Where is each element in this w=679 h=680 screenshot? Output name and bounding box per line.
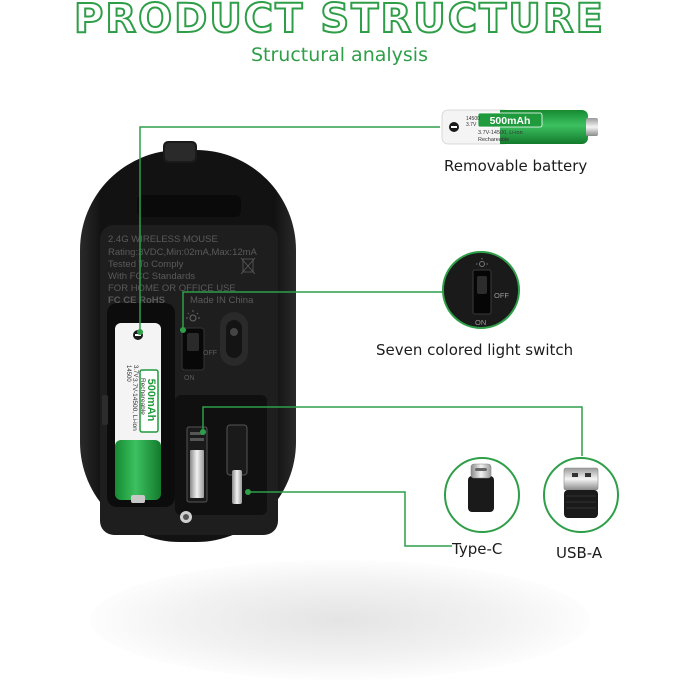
switch-on-label: ON	[475, 318, 486, 327]
page-title: PRODUCT STRUCTURE	[73, 0, 605, 43]
battery-model: 14500	[466, 116, 480, 122]
receiver-connectors	[186, 424, 248, 504]
mouse-battery-model: 14500	[125, 365, 131, 382]
mouse-switch-off: OFF	[203, 350, 217, 357]
mouse-switch-on: ON	[184, 375, 195, 382]
battery-capacity: 500mAh	[490, 115, 531, 127]
switch-off-label: OFF	[494, 291, 509, 300]
light-switch-callout: OFF ON	[442, 251, 520, 329]
mouse-battery-capacity: 500mAh	[145, 379, 157, 422]
sun-icon	[476, 258, 488, 267]
mouse-battery-voltage: 3.7V	[132, 365, 138, 377]
usb-a-label: USB-A	[556, 544, 603, 562]
mouse-label-line4: With FCC Standards	[108, 271, 195, 282]
recycle-bin-icon	[240, 257, 256, 275]
battery-type: Rechareable	[478, 137, 509, 143]
type-c-callout	[444, 457, 520, 533]
page-subtitle: Structural analysis	[250, 44, 428, 66]
mouse-label-made-in: Made IN China	[190, 295, 254, 306]
battery-voltage: 3.7V	[466, 122, 477, 128]
battery-spec: 3.7V-14500, Li-ion	[478, 130, 523, 136]
callout-lines	[139, 126, 583, 547]
usb-a-callout	[543, 457, 619, 533]
type-c-label: Type-C	[452, 540, 503, 558]
mouse-label-marks: FC CE RoHS	[108, 295, 165, 306]
battery-in-mouse: 500mAh 14500 3.7V 3.7V-14500, Li-ion Rec…	[115, 323, 161, 503]
mouse-battery-spec: 3.7V-14500, Li-ion	[131, 378, 138, 431]
removable-battery-label: Removable battery	[444, 157, 588, 175]
mouse-label-line1: 2.4G WIRELESS MOUSE	[108, 234, 218, 245]
mouse-label-text: 2.4G WIRELESS MOUSE Rating:3VDC,Min:02mA…	[108, 234, 258, 382]
light-switch-label: Seven colored light switch	[376, 341, 574, 359]
mouse-label-line5: FOR HOME OR OFFICE USE	[108, 283, 236, 294]
mouse-label-line3: Tested To Comply	[108, 259, 184, 270]
mouse-battery-type: Rechareable	[139, 378, 146, 415]
mouse-label-line2: Rating:3VDC,Min:02mA,Max:12mA	[108, 247, 258, 258]
callout-dots	[137, 327, 251, 495]
removable-battery-graphic: 500mAh 14500 3.7V 3.7V-14500, Li-ion Rec…	[441, 109, 598, 145]
product-illustration: 2.4G WIRELESS MOUSE Rating:3VDC,Min:02mA…	[80, 109, 619, 547]
